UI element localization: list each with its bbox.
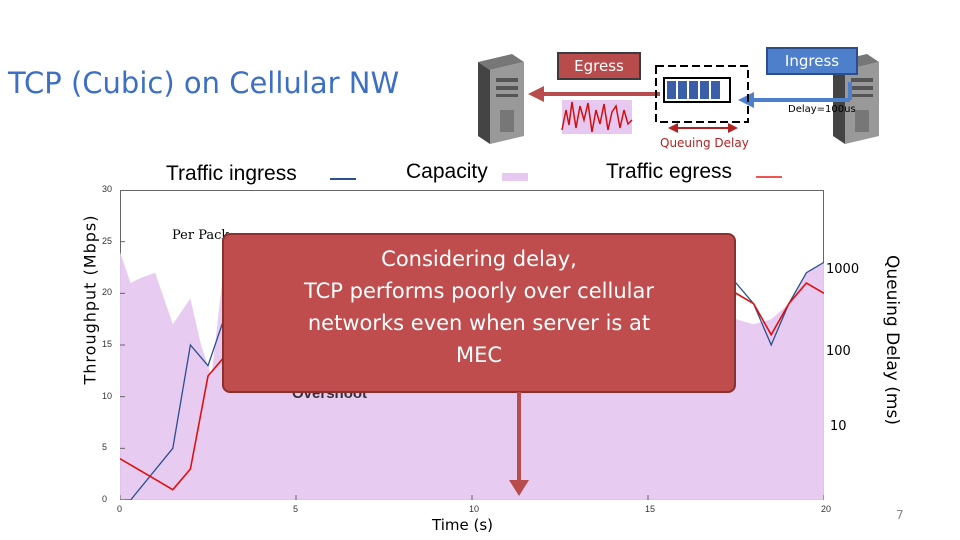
y-tick-label: 15	[102, 339, 113, 349]
callout-box: Considering delay, TCP performs poorly o…	[222, 233, 736, 393]
y-axis-label: Throughput (Mbps)	[80, 214, 100, 385]
callout-line: TCP performs poorly over cellular	[304, 279, 654, 303]
y-tick-label: 25	[102, 235, 113, 246]
y-tick-label: 10	[102, 390, 113, 401]
egress-signal-thumbnail	[561, 100, 633, 134]
callout-line: MEC	[455, 343, 503, 367]
ingress-arrow	[738, 82, 852, 108]
network-diagram	[478, 54, 879, 144]
queue-buffer	[655, 65, 749, 123]
server-right-icon	[833, 54, 879, 144]
ingress-label: Ingress	[766, 47, 858, 75]
x-tick-label: 20	[821, 504, 832, 514]
server-left-icon	[478, 54, 524, 144]
y-tick-label: 0	[102, 494, 108, 504]
x-tick-label: 0	[117, 504, 123, 514]
legend-egress-swatch	[756, 176, 782, 178]
x-tick-label: 5	[293, 504, 299, 514]
queuing-delay-arrow	[668, 123, 738, 133]
x-axis-label: Time (s)	[432, 516, 493, 534]
legend-ingress-swatch	[330, 178, 356, 180]
right-tick-10: 10	[830, 419, 847, 434]
legend-capacity-swatch	[502, 173, 528, 181]
callout-line: networks even when server is at	[307, 311, 651, 335]
down-arrow-icon	[509, 392, 529, 496]
delay-note: Delay=100us	[788, 104, 856, 115]
slide-title: TCP (Cubic) on Cellular NW	[8, 66, 400, 100]
y-tick-label: 20	[102, 287, 113, 298]
right-axis-label: Queuing Delay (ms)	[882, 255, 902, 425]
x-tick-label: 15	[645, 504, 656, 514]
x-tick-label: 10	[469, 504, 480, 514]
legend-capacity: Capacity	[406, 160, 488, 183]
page-number: 7	[896, 508, 904, 522]
per-packet-annotation: Per Pack	[172, 228, 230, 243]
egress-arrow	[528, 86, 660, 102]
right-tick-100: 100	[826, 344, 851, 359]
y-tick-label: 30	[102, 184, 113, 194]
legend-traffic-ingress: Traffic ingress	[166, 162, 297, 185]
callout-line: Considering delay,	[381, 247, 577, 271]
right-tick-1000: 1000	[826, 262, 860, 277]
y-tick-label: 5	[102, 442, 108, 453]
queuing-delay-label: Queuing Delay	[660, 136, 749, 150]
egress-label: Egress	[557, 52, 641, 80]
legend-traffic-egress: Traffic egress	[606, 160, 733, 183]
